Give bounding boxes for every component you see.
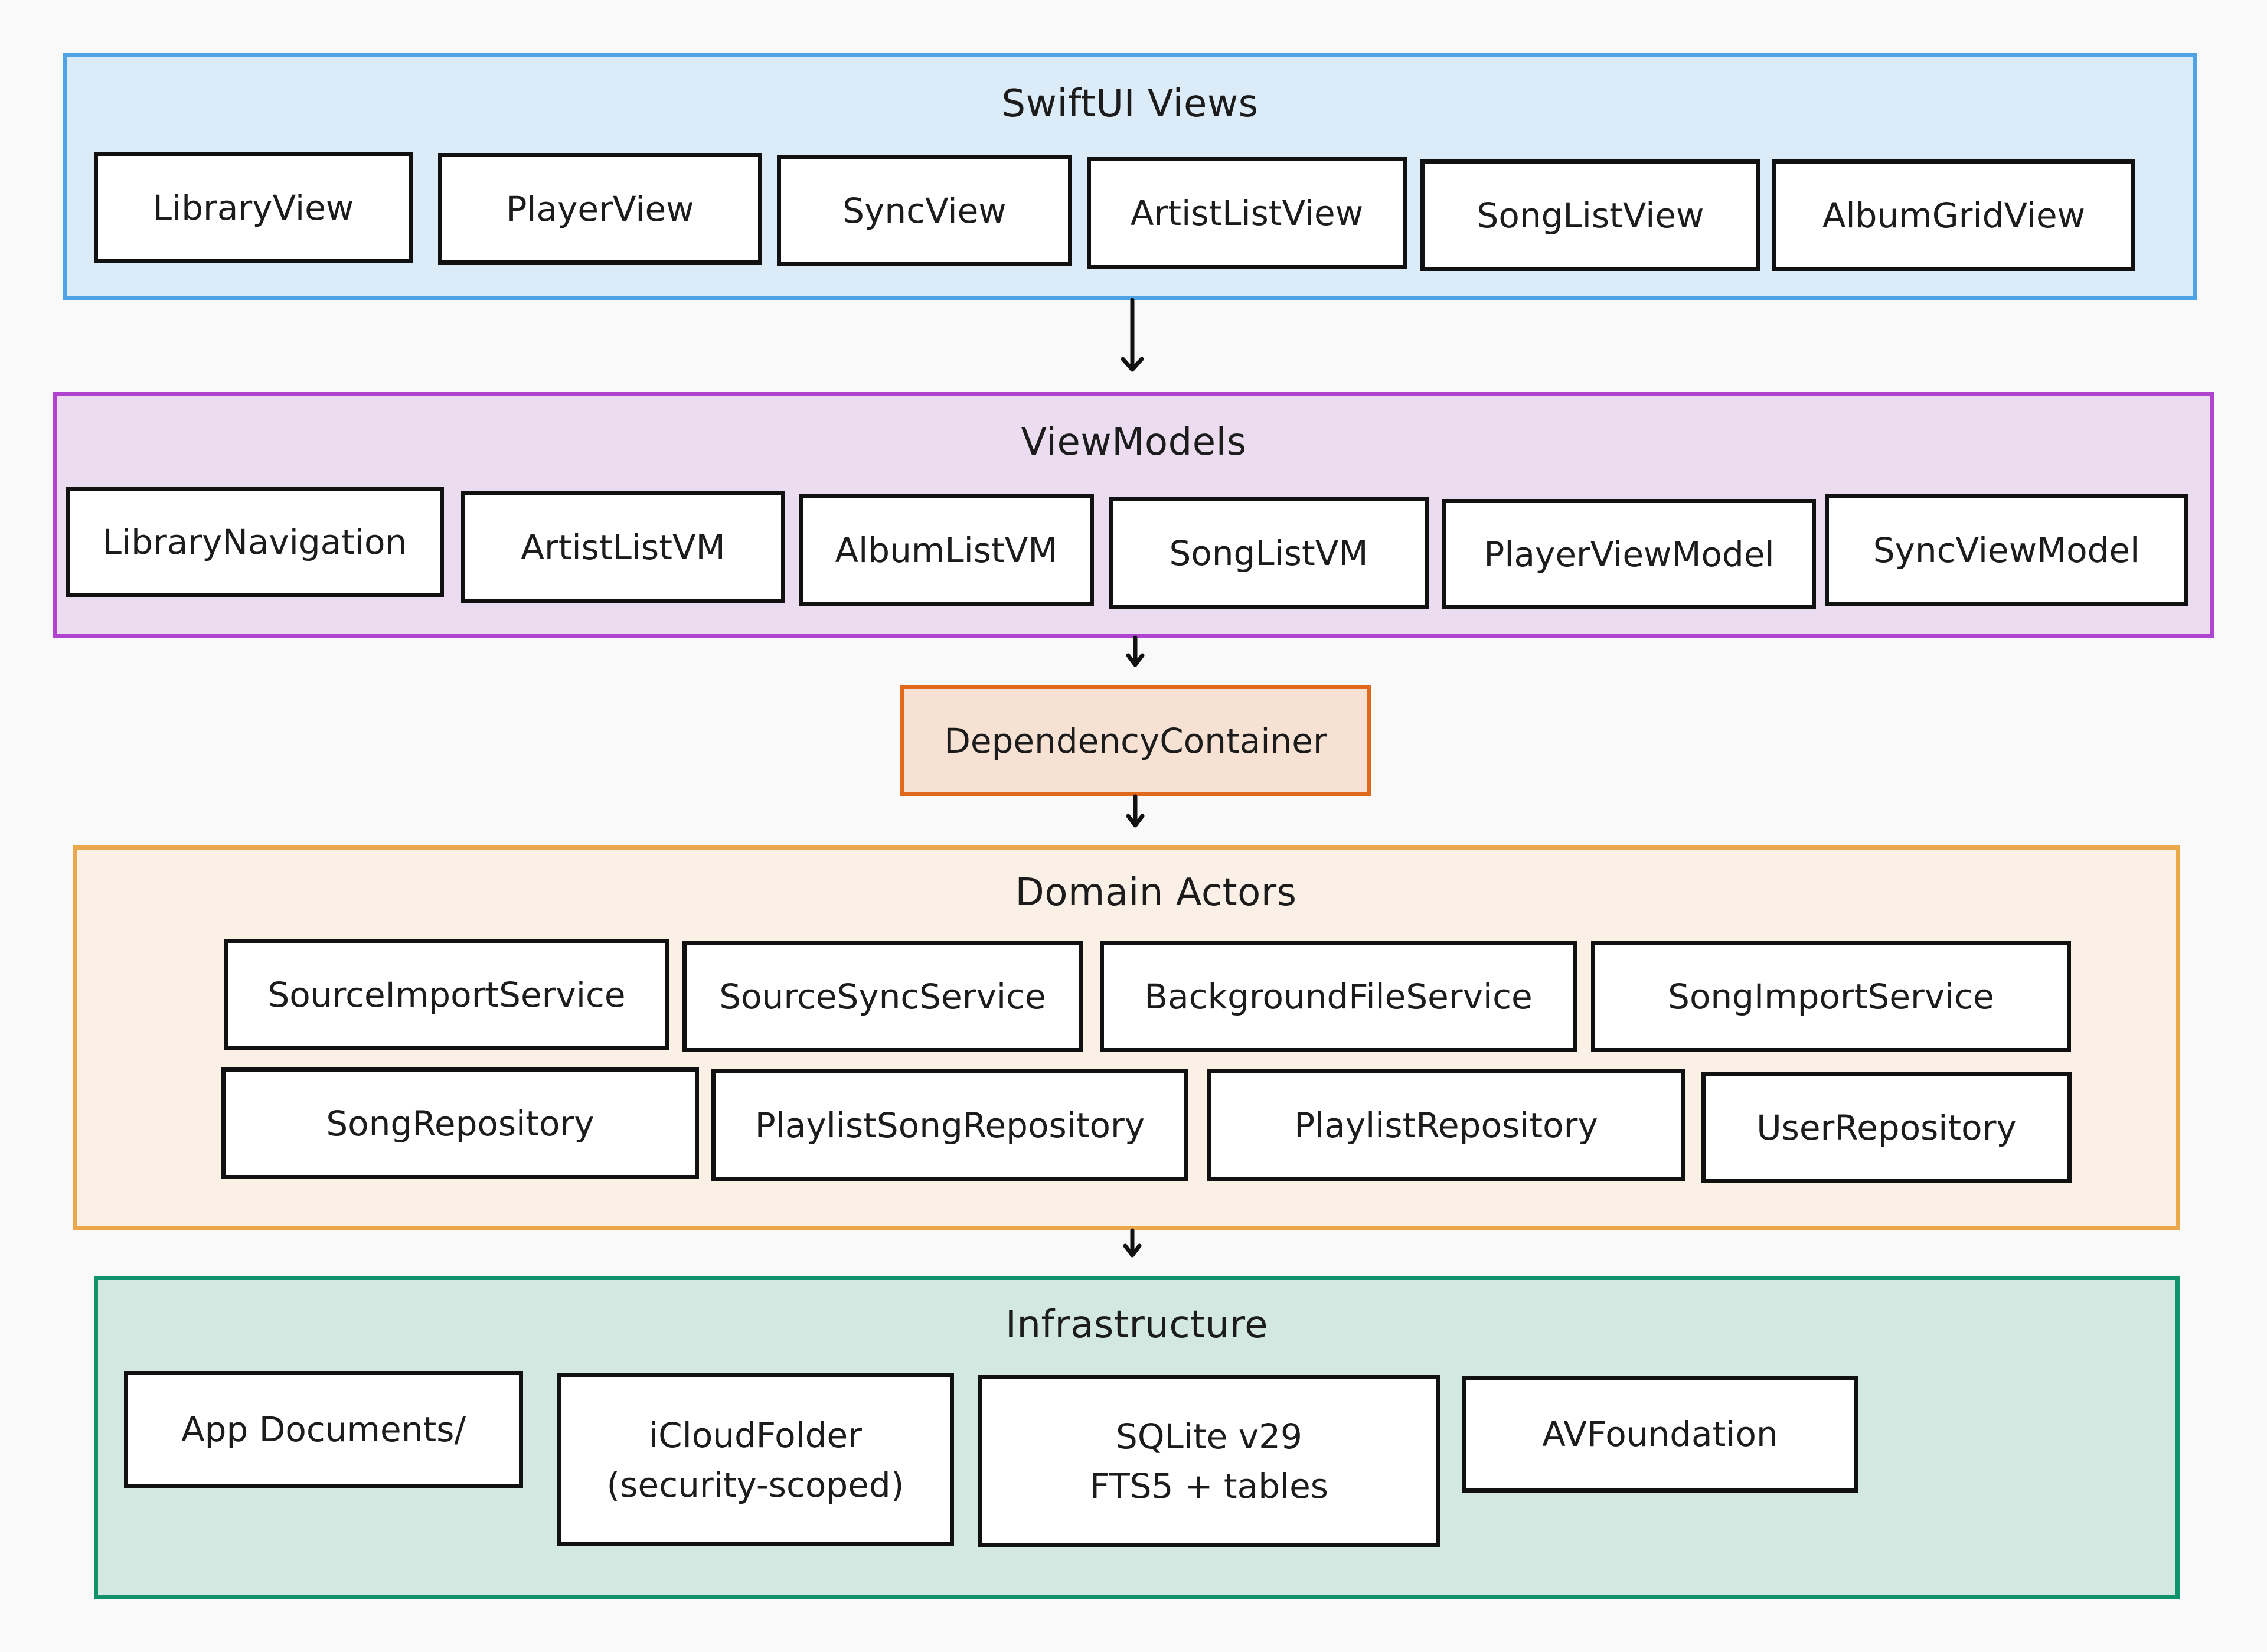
sqlite-node: SQLite v29 FTS5 + tables [978, 1375, 1440, 1547]
source-sync-service-node: SourceSyncService [682, 941, 1083, 1052]
icloud-folder-node: iCloudFolder (security-scoped) [557, 1373, 954, 1546]
artist-list-vm-node: ArtistListVM [461, 491, 785, 603]
swiftui-views-title: SwiftUI Views [1001, 82, 1259, 126]
dependency-container-node: DependencyContainer [900, 685, 1371, 796]
player-view-model-node: PlayerViewModel [1442, 499, 1816, 609]
song-import-service-node: SongImportService [1591, 941, 2071, 1052]
arrow-domain-to-infrastructure [1123, 1228, 1142, 1258]
source-import-service-node: SourceImportService [224, 939, 669, 1050]
avfoundation-node: AVFoundation [1462, 1376, 1858, 1493]
song-repository-node: SongRepository [221, 1067, 699, 1179]
viewmodels-title: ViewModels [1021, 420, 1247, 464]
infrastructure-title: Infrastructure [1005, 1303, 1268, 1347]
app-documents-node: App Documents/ [124, 1371, 523, 1488]
library-navigation-node: LibraryNavigation [66, 487, 444, 597]
artist-list-view-node: ArtistListView [1087, 157, 1407, 269]
song-list-vm-node: SongListVM [1109, 497, 1429, 609]
playlist-song-repository-node: PlaylistSongRepository [711, 1069, 1188, 1181]
domain-actors-title: Domain Actors [1015, 871, 1297, 915]
arrow-viewmodels-to-container [1126, 635, 1145, 667]
background-file-service-node: BackgroundFileService [1100, 941, 1577, 1052]
playlist-repository-node: PlaylistRepository [1207, 1069, 1685, 1181]
arrow-container-to-domain [1126, 794, 1145, 828]
album-list-vm-node: AlbumListVM [799, 494, 1094, 606]
album-grid-view-node: AlbumGridView [1772, 159, 2135, 271]
song-list-view-node: SongListView [1420, 159, 1760, 271]
arrow-views-to-viewmodels [1121, 298, 1144, 372]
library-view-node: LibraryView [94, 152, 413, 263]
sync-view-model-node: SyncViewModel [1825, 494, 2188, 606]
sync-view-node: SyncView [777, 155, 1072, 266]
user-repository-node: UserRepository [1701, 1072, 2072, 1183]
player-view-node: PlayerView [438, 153, 762, 265]
